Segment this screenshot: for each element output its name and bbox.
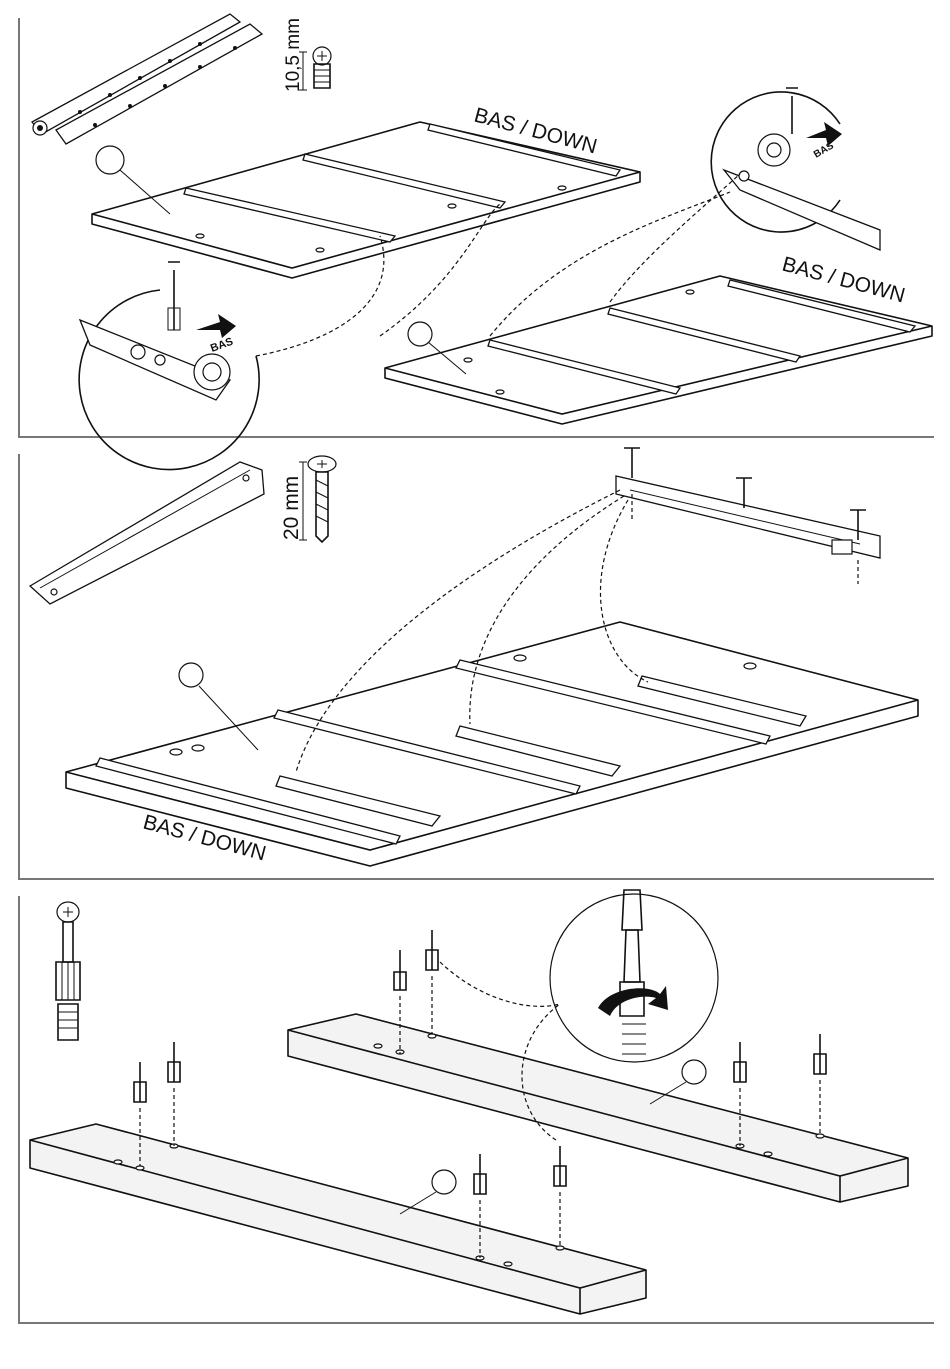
direction-arrow-icon [196,314,236,338]
step3-lower-board [30,1124,646,1314]
drawer-runner-single-icon [30,462,264,604]
slide-detail-with-screws [616,448,880,584]
detail-magnifier-right: BAS [711,88,880,250]
step-2: 20 mm [30,448,918,866]
part-callout-circle [682,1060,706,1084]
drawer-runner-pair-icon [32,14,262,144]
part-callout-circle [432,1170,456,1194]
long-screw-icon: 20 mm [280,456,336,542]
short-screw-icon: 10,5 mm [283,18,331,92]
step1-right-board [385,276,932,424]
magnifier-screwdriver [550,890,718,1062]
step-3 [30,890,908,1314]
detail-arrow-text-right: BAS [812,140,836,160]
direction-arrow-icon [806,122,842,146]
detail-magnifier-left: BAS [79,262,259,470]
screw-length-label: 10,5 mm [283,18,304,92]
part-callout-circle [179,663,203,687]
part-callout-circle [96,146,124,174]
detail-arrow-text-left: BAS [209,336,235,355]
step-1: 10,5 mm BAS / DOWN [32,14,932,470]
cam-dowel-icon [56,902,80,1040]
screw-length-label: 20 mm [280,476,303,540]
